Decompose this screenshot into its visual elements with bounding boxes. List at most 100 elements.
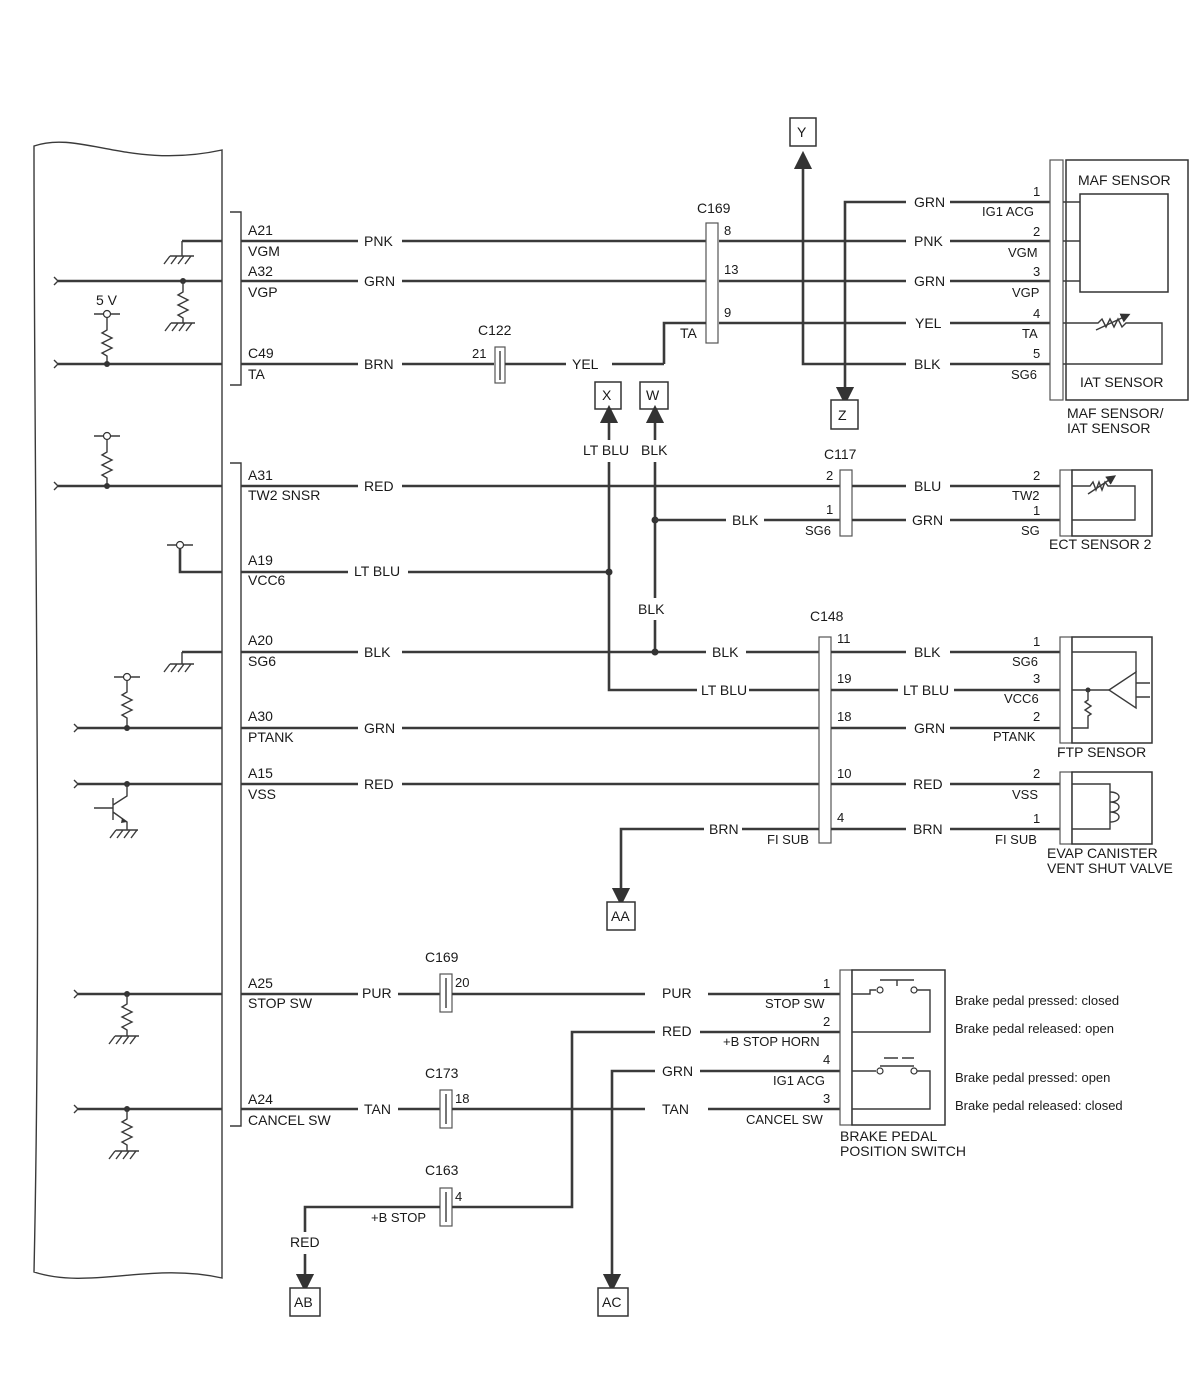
c117-label: C117: [824, 446, 857, 462]
ref-z: Z: [838, 407, 847, 423]
blk-splice-label: BLK: [638, 601, 665, 617]
x-wire-color: LT BLU: [583, 442, 629, 458]
tan-out-label: TAN: [662, 1101, 689, 1117]
c169-pin-13: 13: [724, 262, 738, 277]
evap-pin-1-label: FI SUB: [995, 832, 1037, 847]
pin-a19: A19: [248, 552, 273, 568]
ftp-caption: FTP SENSOR: [1057, 744, 1146, 760]
pcm-connector-bracket-lower: [230, 462, 242, 1127]
ref-ab: AB: [294, 1294, 313, 1310]
c117-pin-2: 2: [826, 468, 833, 483]
c163-label: C163: [425, 1162, 459, 1178]
pin-a30: A30: [248, 708, 273, 724]
ftp-pin-1: 1: [1033, 634, 1040, 649]
c169-ta-label: TA: [680, 325, 698, 341]
pin-a19-name: VCC6: [248, 572, 286, 588]
brake-pin-4-label: IG1 ACG: [773, 1073, 825, 1088]
ref-y: Y: [797, 124, 807, 140]
brake-pin-3: 3: [823, 1091, 830, 1106]
c148-pin-11: 11: [837, 631, 851, 646]
c148-brn-in: BRN: [709, 821, 739, 837]
wire-color-a20: BLK: [364, 644, 391, 660]
wire-color-a21: PNK: [364, 233, 393, 249]
brake-pin-4: 4: [823, 1052, 830, 1067]
pin-a20-name: SG6: [248, 653, 276, 669]
evap-pin-2-label: VSS: [1012, 787, 1038, 802]
ftp-wire-1-color: BLK: [914, 644, 941, 660]
maf-pin-3: 3: [1033, 264, 1040, 279]
pcm-pin-labels: A21 VGM A32 VGP C49 TA A31 TW2 SNSR A19 …: [248, 222, 332, 1128]
c173-pin: 18: [455, 1091, 469, 1106]
red-horn-label: RED: [662, 1023, 692, 1039]
connector-c169: C169 8 13 9 TA: [662, 200, 1063, 364]
c148-pin-19: 19: [837, 671, 851, 686]
pin-a24-name: CANCEL SW: [248, 1112, 332, 1128]
ect-pin-1-label: SG: [1021, 523, 1040, 538]
ftp-pin-2-label: PTANK: [993, 729, 1036, 744]
brake-caption-1: BRAKE PEDAL: [840, 1128, 937, 1144]
brake-pin-2: 2: [823, 1014, 830, 1029]
c122-label: C122: [478, 322, 512, 338]
ftp-pin-2: 2: [1033, 709, 1040, 724]
c169-pin-9: 9: [724, 305, 731, 320]
pin-c49: C49: [248, 345, 274, 361]
pin-c49-name: TA: [248, 366, 266, 382]
pin-a31-name: TW2 SNSR: [248, 487, 320, 503]
c169-pin-8: 8: [724, 223, 731, 238]
brake-note-3: Brake pedal pressed: open: [955, 1070, 1110, 1085]
wire-color-a31: RED: [364, 478, 394, 494]
pin-a32: A32: [248, 263, 273, 279]
evap-pin-2: 2: [1033, 766, 1040, 781]
c117-sg6: SG6: [805, 523, 831, 538]
pin-a15-name: VSS: [248, 786, 276, 802]
pcm-connector-bracket-upper: [230, 211, 242, 386]
pin-a21: A21: [248, 222, 273, 238]
ect-blk-label: BLK: [732, 512, 759, 528]
y-z-routing: Y Z: [789, 117, 1063, 430]
pin-a25: A25: [248, 975, 273, 991]
brake-note-4: Brake pedal released: closed: [955, 1098, 1123, 1113]
wire-color-a25: PUR: [362, 985, 392, 1001]
connector-c122: C122 21 YEL: [472, 322, 664, 384]
ect-pin-1: 1: [1033, 503, 1040, 518]
pin-a32-name: VGP: [248, 284, 278, 300]
ref-aa: AA: [611, 908, 630, 924]
maf-sensor-label: MAF SENSOR: [1078, 172, 1171, 188]
ref-x: X: [602, 387, 612, 403]
c169-label: C169: [697, 200, 731, 216]
wire-color-a32: GRN: [364, 273, 395, 289]
connector-c117: C117 2 1 SG6: [805, 446, 1060, 538]
maf-wire-1-color: GRN: [914, 194, 945, 210]
maf-wire-3-color: GRN: [914, 273, 945, 289]
maf-pin-2: 2: [1033, 224, 1040, 239]
c169b-pin: 20: [455, 975, 469, 990]
maf-pin-5-label: SG6: [1011, 367, 1037, 382]
c148-pin-4: 4: [837, 810, 844, 825]
ftp-wire-3-color: GRN: [914, 720, 945, 736]
evap-wire-1-color: RED: [913, 776, 943, 792]
pin-a30-name: PTANK: [248, 729, 294, 745]
red-down-label: RED: [290, 1234, 320, 1250]
brake-pin-2-label: +B STOP HORN: [723, 1034, 820, 1049]
c117-pin-1: 1: [826, 502, 833, 517]
wire-color-c49: BRN: [364, 356, 394, 372]
c122-yel-label: YEL: [572, 356, 599, 372]
wire-color-a24: TAN: [364, 1101, 391, 1117]
grn-ig1-label: GRN: [662, 1063, 693, 1079]
pin-a31: A31: [248, 467, 273, 483]
evap-vent-valve: RED 2 VSS BRN 1 FI SUB EVAP CANISTER VEN…: [913, 766, 1173, 876]
c169b-label: C169: [425, 949, 459, 965]
ftp-sensor: BLK 1 SG6 LT BLU 3 VCC6 GRN 2 PTANK: [903, 634, 1153, 744]
wire-color-a30: GRN: [364, 720, 395, 736]
maf-wire-5-color: BLK: [914, 356, 941, 372]
pcm-outline: [33, 141, 223, 1279]
pin-a20: A20: [248, 632, 273, 648]
maf-wire-2-color: PNK: [914, 233, 943, 249]
ect-sensor-2: BLU 2 TW2 GRN 1 SG ECT SENSOR 2: [912, 468, 1153, 552]
c163-pin: 4: [455, 1189, 462, 1204]
ect-pin-2-label: TW2: [1012, 488, 1039, 503]
c163-bstop: +B STOP: [371, 1210, 426, 1225]
brake-note-1: Brake pedal pressed: closed: [955, 993, 1119, 1008]
x-w-routing: X W LT BLU BLK BLK BLK: [583, 381, 840, 692]
maf-pin-4: 4: [1033, 306, 1040, 321]
